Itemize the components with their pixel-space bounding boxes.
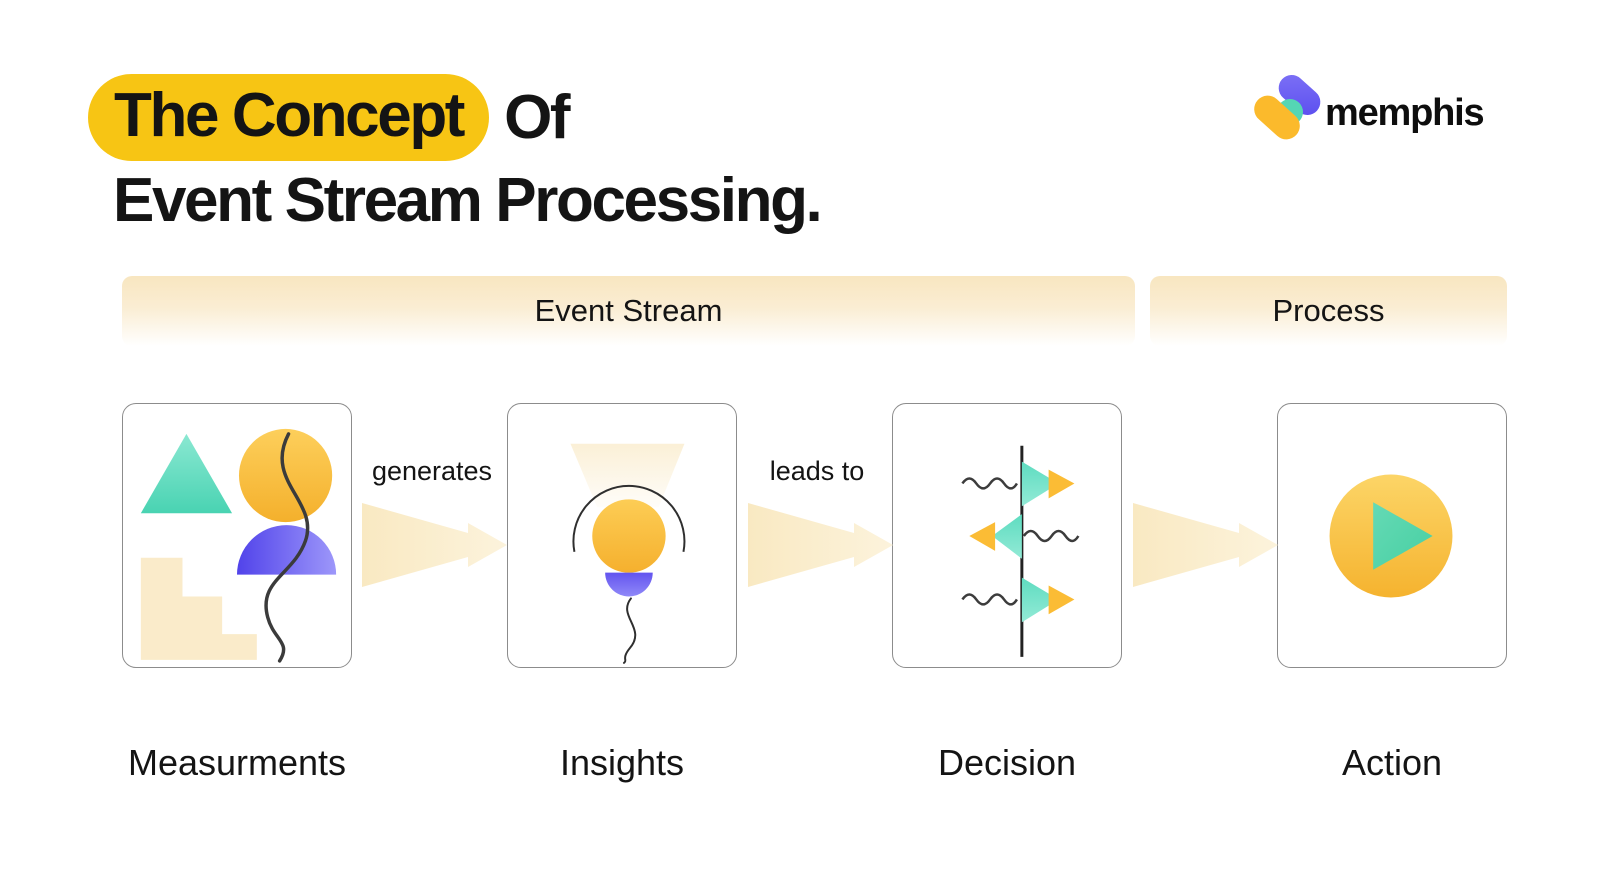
title-highlight-text: The Concept bbox=[114, 81, 465, 150]
teal-arrow-right bbox=[1021, 577, 1059, 623]
title-highlight-pill: The Concept bbox=[88, 74, 490, 162]
yellow-arrow-right bbox=[1048, 585, 1075, 615]
lightbulb-icon bbox=[570, 443, 686, 664]
bulb-circle-shape bbox=[592, 499, 666, 573]
flow-arrow-icon bbox=[748, 503, 893, 587]
light-beam-shape bbox=[570, 443, 685, 508]
card-insights bbox=[507, 403, 737, 668]
play-triangle-shape bbox=[1373, 502, 1433, 570]
title-line-2: Event Stream Processing. bbox=[113, 166, 823, 236]
connector-label-generates: generates bbox=[371, 456, 493, 486]
flow-arrow-icon bbox=[1133, 503, 1278, 587]
card-action bbox=[1277, 403, 1507, 668]
yellow-arrow-left bbox=[969, 522, 996, 551]
teal-triangle-shape bbox=[140, 433, 233, 514]
event-squiggle bbox=[961, 477, 1018, 490]
caption-action: Action bbox=[1341, 742, 1443, 783]
title-line-1: The Concept Of bbox=[88, 74, 820, 162]
wavy-line-shape bbox=[264, 432, 310, 663]
teal-arrow-right bbox=[1021, 461, 1059, 507]
cream-stairs-shape bbox=[140, 557, 257, 660]
abstract-shapes-icon bbox=[140, 428, 337, 663]
banner-process-label: Process bbox=[1272, 293, 1385, 328]
play-button-icon bbox=[1329, 474, 1453, 598]
caption-measurments: Measurments bbox=[127, 742, 347, 783]
page-title: The Concept Of Event Stream Processing. bbox=[88, 74, 823, 236]
card-decision bbox=[892, 403, 1122, 668]
purple-dome-shape bbox=[237, 525, 337, 575]
title-rest-text: Of bbox=[504, 83, 570, 152]
bulb-string-shape bbox=[622, 597, 637, 664]
banner-event-stream: Event Stream bbox=[122, 276, 1135, 346]
card-measurments bbox=[122, 403, 352, 668]
caption-insights: Insights bbox=[559, 742, 685, 783]
banner-process: Process bbox=[1150, 276, 1507, 346]
memphis-logo: memphis bbox=[1248, 69, 1485, 145]
filter-stream-icon bbox=[961, 445, 1080, 657]
teal-arrow-left bbox=[992, 514, 1022, 559]
caption-decision: Decision bbox=[937, 742, 1077, 783]
flow-arrow-icon bbox=[362, 503, 507, 587]
glow-arc-shape bbox=[572, 484, 686, 553]
connector-label-leads-to: leads to bbox=[769, 456, 865, 486]
memphis-logo-text: memphis bbox=[1325, 91, 1485, 134]
yellow-arrow-right bbox=[1048, 469, 1075, 499]
event-squiggle bbox=[1022, 529, 1080, 543]
banner-event-stream-label: Event Stream bbox=[534, 293, 723, 328]
event-squiggle bbox=[961, 593, 1018, 606]
memphis-logo-icon bbox=[1248, 69, 1326, 145]
bulb-base-shape bbox=[605, 572, 653, 597]
